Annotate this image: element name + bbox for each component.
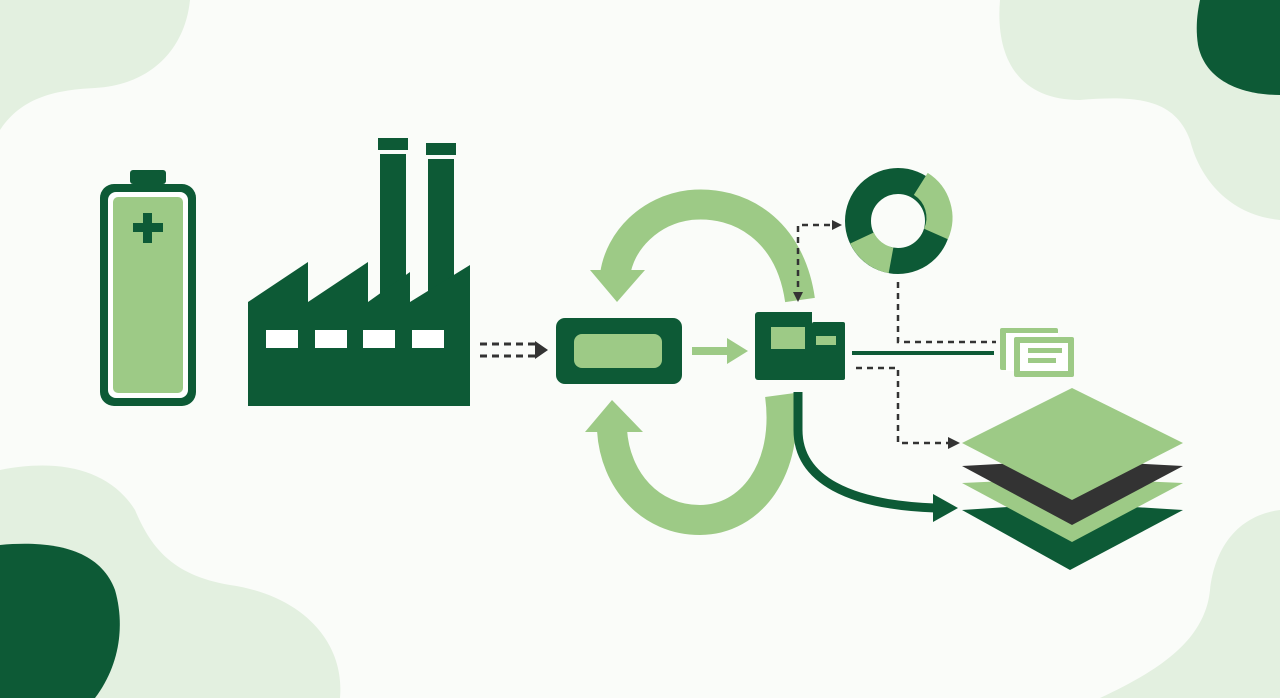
- arrowhead: [793, 292, 803, 302]
- arrowhead: [832, 220, 842, 230]
- layered-stack-icon: [962, 388, 1183, 570]
- storage-box-icon: [755, 312, 845, 380]
- arrow-unit-to-box: [692, 338, 748, 364]
- dashed-connector-donut-to-docs: [896, 282, 996, 344]
- arrowhead: [535, 341, 548, 359]
- dashed-arrow-factory-to-unit: [480, 342, 538, 358]
- blob-bottom-left-dark: [0, 543, 120, 698]
- arrowhead: [948, 437, 960, 449]
- processing-unit-icon: [556, 318, 682, 384]
- dashed-connector-box-to-donut: [796, 223, 832, 298]
- factory-icon: [248, 138, 470, 406]
- donut-chart-icon: [845, 168, 953, 274]
- documents-icon: [1000, 328, 1074, 377]
- battery-icon: [100, 170, 196, 406]
- blob-top-right-dark: [1196, 0, 1280, 95]
- curved-arrow-box-to-stack: [793, 392, 936, 513]
- blob-top-left: [0, 0, 190, 130]
- blob-bottom-right: [1100, 510, 1280, 698]
- dashed-connector-box-to-stack: [856, 366, 950, 445]
- recycling-arrows-icon: [585, 189, 815, 536]
- arrowhead: [933, 494, 958, 522]
